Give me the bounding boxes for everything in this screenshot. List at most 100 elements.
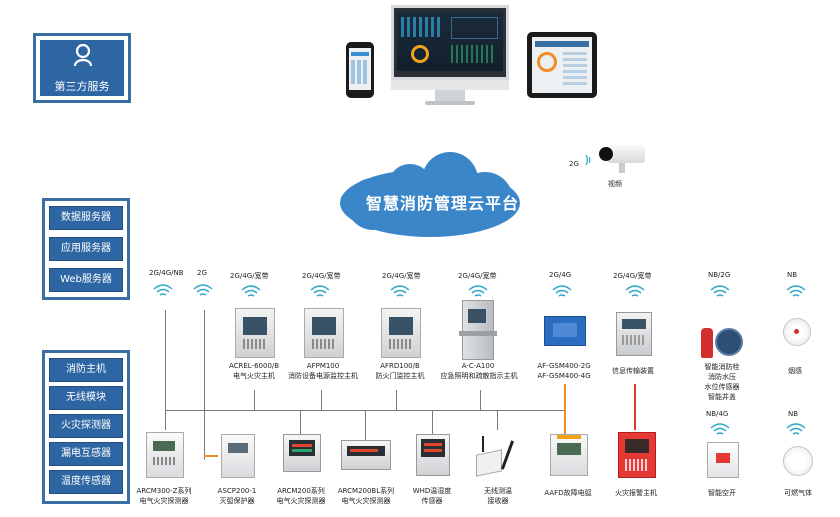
wireless-receiver-device <box>476 436 520 477</box>
hydrant-device <box>701 328 713 358</box>
orange-link-line <box>204 455 218 457</box>
hydrant-label-3: 水位传感器 <box>704 383 740 391</box>
info-transfer-device <box>616 312 652 356</box>
network-label-5: 2G/4G/宽带 <box>382 272 421 280</box>
user-icon <box>73 43 93 67</box>
connector-line <box>497 410 498 430</box>
smoke-detector-device <box>783 318 811 346</box>
temp-sensor-button[interactable]: 温度传感器 <box>49 470 123 494</box>
info-transfer-label: 信息传输装置 <box>612 367 654 375</box>
cloud-title: 智慧消防管理云平台 <box>366 194 520 213</box>
wifi-icon <box>390 285 410 297</box>
wifi-icon <box>310 285 330 297</box>
whd-sensor-model: WHD温湿度 <box>412 487 452 495</box>
aca100-device <box>459 300 497 360</box>
hydrant-label-1: 智能消防栓 <box>704 363 740 371</box>
connector-line <box>204 310 205 460</box>
whd-sensor-device <box>416 434 450 476</box>
aafd-label: AAFD故障电弧 <box>544 489 592 497</box>
ascp200-model: ASCP200-1 <box>217 487 257 495</box>
data-server-button[interactable]: 数据服务器 <box>49 206 123 230</box>
aca100-model: A-C-A100 <box>461 362 495 370</box>
gsm400-model-4g: AF-GSM400-4G <box>537 372 591 380</box>
afrd100-device <box>381 308 421 358</box>
smoke-detector-label: 烟感 <box>788 367 802 375</box>
ascp200-name: 灭弧保护器 <box>219 497 255 505</box>
afpm100-name: 消防设备电源监控主机 <box>288 372 358 380</box>
gas-detector-label: 可燃气体 <box>784 489 812 497</box>
afrd100-name: 防火门监控主机 <box>375 372 425 380</box>
network-label-6: 2G/4G/宽带 <box>458 272 497 280</box>
fire-alarm-host-device <box>618 432 656 478</box>
wireless-receiver-name: 接收器 <box>487 497 509 505</box>
arcm200bl-name: 电气火灾探测器 <box>341 497 391 505</box>
wifi-icon <box>710 285 730 297</box>
wifi-icon <box>786 423 806 435</box>
network-label-9: NB/2G <box>708 271 731 279</box>
connector-line <box>432 410 433 440</box>
wifi-icon <box>710 423 730 435</box>
fire-detector-button[interactable]: 火灾探测器 <box>49 414 123 438</box>
network-label-7: 2G/4G <box>549 271 572 279</box>
ascp200-device <box>221 434 255 478</box>
wifi-icon <box>193 284 213 296</box>
camera-wifi-icon <box>585 154 591 166</box>
afrd100-model: AFRD100/B <box>380 362 420 370</box>
hydrant-label-4: 智能井盖 <box>708 393 736 401</box>
arcm200-device <box>283 434 321 472</box>
acrel-6000-model: ACREL-6000/B <box>228 362 280 370</box>
arcm200bl-model: ARCM200BL系列 <box>337 487 395 495</box>
network-label-4: 2G/4G/宽带 <box>302 272 341 280</box>
web-server-button[interactable]: Web服务器 <box>49 268 123 292</box>
third-party-panel: 第三方服务 <box>33 33 131 103</box>
leakage-transformer-button[interactable]: 漏电互感器 <box>49 442 123 466</box>
connector-line <box>300 410 301 435</box>
wireless-receiver-model: 无线测温 <box>484 487 512 495</box>
network-label-12: NB <box>788 410 799 418</box>
arcm300-device <box>146 432 184 478</box>
app-server-button[interactable]: 应用服务器 <box>49 237 123 261</box>
connector-line <box>365 410 366 440</box>
third-party-box[interactable]: 第三方服务 <box>40 40 124 96</box>
network-label-11: NB/4G <box>706 410 729 418</box>
camera-network: 2G <box>569 160 579 168</box>
red-link-line <box>634 384 636 430</box>
gas-detector-device <box>783 446 813 476</box>
manhole-cover-device <box>715 328 743 356</box>
network-label-3: 2G/4G/宽带 <box>230 272 269 280</box>
cloud-shape <box>340 152 520 237</box>
arcm200-model: ARCM200系列 <box>277 487 325 495</box>
network-label-8: 2G/4G/宽带 <box>613 272 652 280</box>
tablet-image <box>527 32 597 98</box>
wifi-icon <box>625 285 645 297</box>
aafd-device <box>550 434 588 476</box>
camera-image <box>599 145 645 173</box>
connector-line <box>165 310 166 430</box>
wifi-icon <box>241 285 261 297</box>
afpm100-model: AFPM100 <box>306 362 340 370</box>
orange-link-line <box>564 384 566 434</box>
connector-line <box>254 390 255 410</box>
fire-alarm-host-label: 火灾报警主机 <box>615 489 657 497</box>
wifi-icon <box>468 285 488 297</box>
gsm400-model-2g: AF-GSM400-2G <box>537 362 591 370</box>
phone-image <box>346 42 374 98</box>
network-label-1: 2G/4G/NB <box>149 269 184 277</box>
monitor-image <box>391 5 509 105</box>
third-party-label: 第三方服务 <box>54 80 110 93</box>
gsm400-device <box>544 316 586 346</box>
arcm300-name: 电气火灾探测器 <box>139 497 189 505</box>
arcm200-name: 电气火灾探测器 <box>276 497 326 505</box>
smart-breaker-device <box>707 442 739 478</box>
connector-line <box>321 390 322 410</box>
aca100-name: 应急照明和疏散指示主机 <box>440 372 518 380</box>
fire-host-button[interactable]: 消防主机 <box>49 358 123 382</box>
wifi-icon <box>786 285 806 297</box>
whd-sensor-name: 传感器 <box>421 497 443 505</box>
network-label-2: 2G <box>197 269 207 277</box>
smart-breaker-label: 智能空开 <box>708 489 736 497</box>
acrel-6000-name: 电气火灾主机 <box>233 372 275 380</box>
network-label-10: NB <box>787 271 798 279</box>
hydrant-label-2: 消防水压 <box>708 373 736 381</box>
wireless-module-button[interactable]: 无线模块 <box>49 386 123 410</box>
